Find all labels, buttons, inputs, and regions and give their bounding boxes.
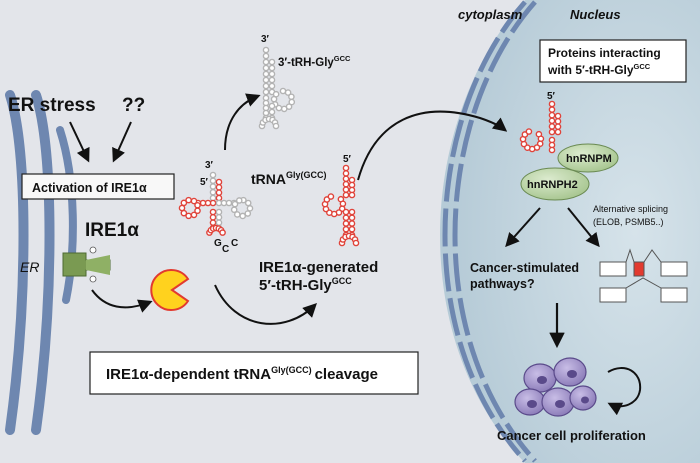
proteins-line1: Proteins interacting	[548, 46, 661, 60]
arrow-ire1a-to-rnase	[91, 289, 153, 313]
arrow-to-5prime-fragment	[214, 284, 317, 325]
5prime-trh-fragment	[321, 164, 360, 247]
cleavage-box	[89, 351, 419, 395]
rnase-pacman	[150, 269, 190, 311]
nuclear-envelope-inner	[452, 0, 537, 463]
3prime-trh-fragment	[258, 46, 296, 130]
nuclear-5prime-trh-fragment	[519, 100, 562, 154]
er-stress-question: ??	[122, 95, 145, 116]
activation-box	[21, 173, 175, 200]
cancer-cell-cluster	[514, 357, 597, 417]
trna-3prime-label: 3′	[205, 160, 214, 171]
proteins-line2: with 5′-tRH-GlyGCC	[547, 62, 651, 77]
splicing-diagram	[599, 248, 688, 303]
frag3-3prime-label: 3′	[261, 34, 270, 45]
frag3-label: 3′-tRH-GlyGCC	[278, 54, 351, 69]
arrow-er-stress-2	[112, 121, 132, 163]
trna-5prime-label: 5′	[200, 177, 209, 188]
nucleus-label: Nucleus	[570, 7, 621, 22]
ire1a-label: IRE1α	[85, 220, 139, 241]
alt-splicing-line2: (ELOB, PSMB5..)	[593, 217, 664, 227]
generated-label-line1: IRE1α-generated	[259, 259, 378, 276]
nucleus-region	[440, 0, 700, 463]
er-label: ER	[20, 259, 39, 275]
hnrnph2-label: hnRNPH2	[527, 179, 578, 191]
cleavage-text: IRE1α-dependent tRNAGly(GCC)cleavage	[106, 365, 378, 383]
proliferation-label: Cancer cell proliferation	[497, 428, 646, 443]
pathways-line2: pathways?	[470, 277, 535, 291]
arrow-to-splicing	[567, 207, 600, 248]
generated-label-line2: 5′-tRH-GlyGCC	[259, 276, 352, 294]
nuclear-envelope-outer	[442, 0, 527, 463]
proteins-box	[539, 39, 687, 83]
frag5-5prime-label: 5′	[343, 154, 352, 165]
pathways-line1: Cancer-stimulated	[470, 261, 579, 275]
trna-c-letter-1: C	[222, 244, 229, 255]
arrow-er-stress-1	[69, 121, 90, 163]
trna-c-letter-2: C	[231, 238, 238, 249]
trna-label: tRNAGly(GCC)	[251, 170, 327, 187]
hnrnph2-protein	[520, 167, 590, 201]
hnrnpm-protein	[557, 143, 619, 173]
er-stress-label: ER stress	[8, 95, 96, 116]
ire1a-receptor	[62, 246, 111, 283]
proliferation-cycle-arrow	[607, 367, 642, 416]
cytoplasm-label: cytoplasm	[458, 7, 523, 22]
alt-splicing-line1: Alternative splicing	[593, 204, 668, 214]
hnrnpm-label: hnRNPM	[566, 153, 612, 165]
trna-molecule	[178, 171, 254, 236]
trna-g-letter: G	[214, 238, 222, 249]
arrow-to-pathways	[505, 207, 541, 248]
er-membrane	[5, 90, 77, 435]
nuclear-5prime-label: 5′	[547, 91, 556, 102]
activation-text: Activation of IRE1α	[32, 181, 147, 195]
arrow-into-nucleus	[357, 110, 508, 181]
arrow-to-3prime-fragment	[224, 93, 261, 151]
